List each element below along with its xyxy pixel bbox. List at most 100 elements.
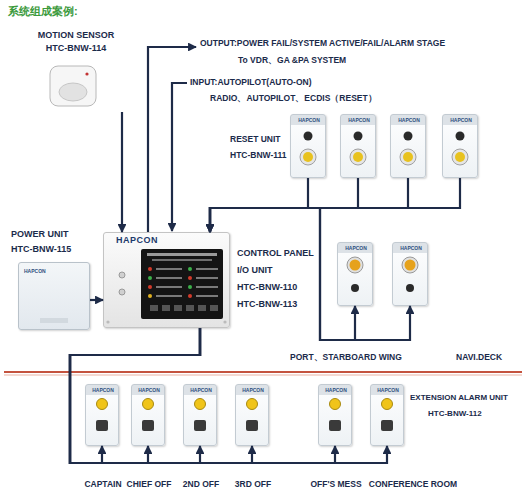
power-plate xyxy=(40,318,68,323)
yellow-button xyxy=(403,152,413,162)
black-button xyxy=(246,420,258,431)
unit-box: HAPCON2ND OFF xyxy=(183,384,217,446)
panel-knob xyxy=(119,289,125,295)
black-button xyxy=(404,132,413,141)
signal-wire xyxy=(70,328,335,463)
unit-box: HAPCONCAPTAIN xyxy=(85,384,119,446)
panel-display xyxy=(141,249,223,319)
logo-text: HAPCON xyxy=(450,117,472,123)
black-button xyxy=(351,284,359,292)
unit-heading: HTC-BNW-113 xyxy=(237,299,297,310)
logo-text: HAPCON xyxy=(398,117,420,123)
signal-wire xyxy=(210,178,308,232)
panel-button xyxy=(162,305,170,311)
panel-led xyxy=(188,285,192,289)
unit-heading: CONTROL PANEL xyxy=(237,248,314,259)
black-button xyxy=(329,420,341,431)
unit-heading: POWER UNIT xyxy=(11,229,69,240)
panel-button xyxy=(210,305,218,311)
panel-screw xyxy=(106,320,109,323)
panel-led xyxy=(148,276,152,280)
unit-heading: HTC-BNW-114 xyxy=(46,43,106,54)
unit-box: HAPCONCHIEF OFF xyxy=(131,384,165,446)
panel-screw xyxy=(223,320,226,323)
logo-text: HAPCON xyxy=(138,387,160,393)
unit-box: HAPCONCONFERENCE ROOM xyxy=(370,384,404,446)
black-button xyxy=(96,420,108,431)
unit-heading: 3RD OFF xyxy=(235,479,271,489)
display-line xyxy=(196,277,218,279)
signal-wire xyxy=(121,112,123,232)
annotation-label: HTC-BNW-112 xyxy=(428,409,482,419)
panel-led xyxy=(188,294,192,298)
signal-wire xyxy=(70,328,200,463)
panel-led xyxy=(148,285,152,289)
panel-led xyxy=(148,294,152,298)
unit-heading: 2ND OFF xyxy=(183,479,219,489)
display-line xyxy=(156,268,182,270)
unit-heading: CAPTAIN xyxy=(84,479,121,489)
unit-box: HAPCON xyxy=(340,114,376,178)
panel-led xyxy=(188,276,192,280)
amber-button xyxy=(350,260,361,271)
panel-button xyxy=(150,305,158,311)
yellow-button xyxy=(143,399,154,410)
display-line xyxy=(196,268,218,270)
yellow-button xyxy=(247,399,258,410)
unit-heading: CHIEF OFF xyxy=(127,479,172,489)
annotation-label: To VDR、GA &PA SYSTEM xyxy=(238,55,346,65)
unit-box: HAPCON xyxy=(442,114,478,178)
annotation-label: INPUT:AUTOPILOT(AUTO-ON) xyxy=(190,77,312,87)
display-line xyxy=(156,286,182,288)
display-line xyxy=(147,253,217,256)
unit-box: HAPCON xyxy=(390,114,426,178)
yellow-button xyxy=(353,152,363,162)
display-line xyxy=(156,295,182,297)
annotation-label: OUTPUT:POWER FAIL/SYSTEM ACTIVE/FAIL/ALA… xyxy=(200,38,445,48)
black-button xyxy=(406,284,414,292)
button-ring xyxy=(402,257,418,273)
signal-wire xyxy=(210,178,408,232)
logo-text: HAPCON xyxy=(298,117,320,123)
logo-text: HAPCON xyxy=(400,245,422,251)
yellow-button xyxy=(303,152,313,162)
unit-box: HAPCON xyxy=(392,242,428,306)
panel-button xyxy=(174,305,182,311)
deck-line xyxy=(4,371,522,373)
yellow-button xyxy=(382,399,393,410)
black-button xyxy=(381,420,393,431)
annotation-label: PORT、STARBOARD WING xyxy=(290,352,402,362)
unit-box: HAPCON xyxy=(290,114,326,178)
panel-led xyxy=(148,267,152,271)
annotation-label: RESET UNIT xyxy=(230,134,281,144)
button-ring xyxy=(350,149,366,165)
signal-wire xyxy=(70,328,200,463)
black-button xyxy=(354,132,363,141)
annotation-label: HTC-BNW-111 xyxy=(230,150,287,160)
unit-heading: HTC-BNW-115 xyxy=(11,244,71,255)
logo-text: HAPCON xyxy=(190,387,212,393)
panel-knob xyxy=(119,272,125,278)
signal-wire xyxy=(70,328,200,463)
display-line xyxy=(196,286,218,288)
black-button xyxy=(456,132,465,141)
logo-text: HAPCON xyxy=(325,387,347,393)
annotation-label: RADIO、AUTOPILOT、ECDIS（RESET） xyxy=(210,93,377,103)
signal-wire xyxy=(210,208,410,340)
signal-wire xyxy=(70,328,387,463)
sensor-led xyxy=(85,72,88,75)
amber-button xyxy=(405,260,416,271)
unit-box: HAPCON xyxy=(337,242,373,306)
signal-wire xyxy=(210,178,358,232)
signal-wire xyxy=(70,328,252,463)
logo-text: HAPCON xyxy=(345,245,367,251)
logo-text: HAPCON xyxy=(24,268,46,274)
logo-text: HAPCON xyxy=(377,387,399,393)
yellow-button xyxy=(455,152,465,162)
output-arrow xyxy=(148,47,196,232)
deck-line-shadow xyxy=(4,375,522,376)
